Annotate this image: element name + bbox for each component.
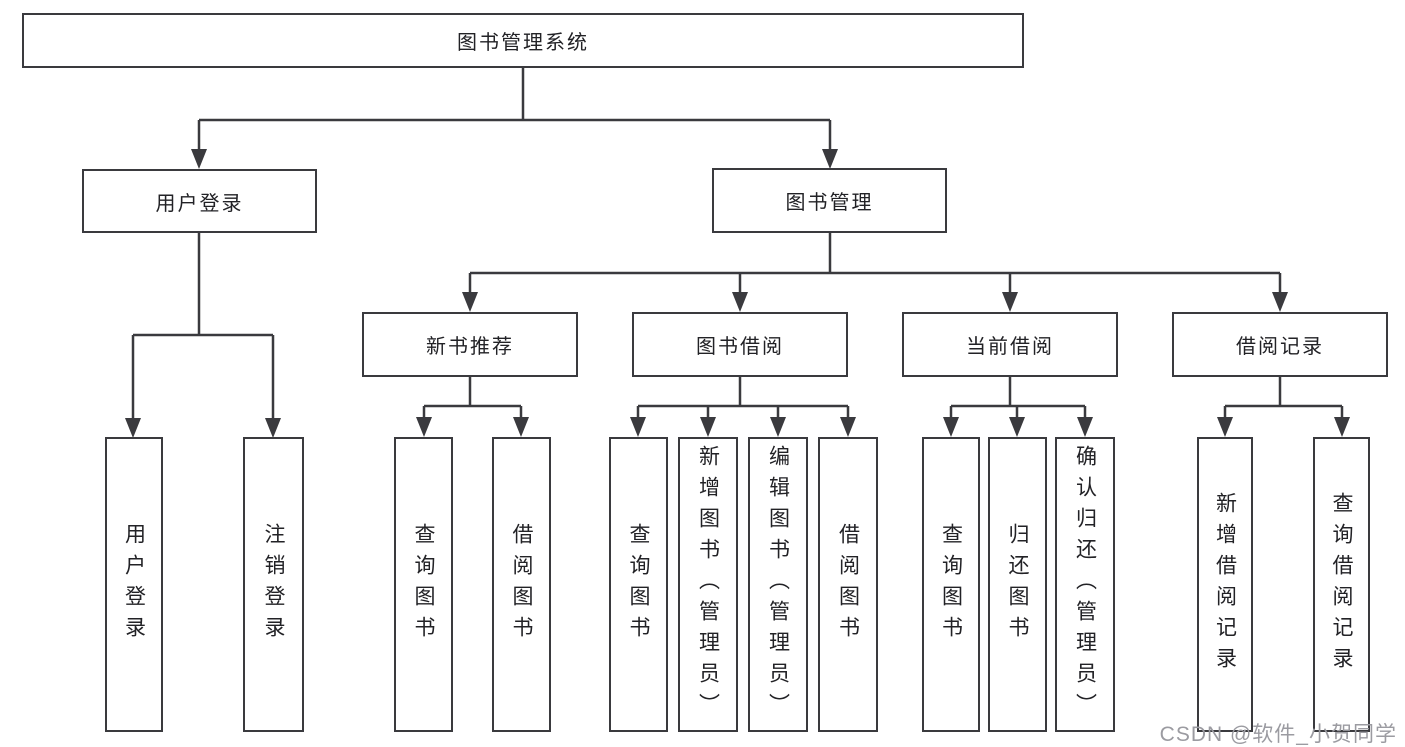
leaf-query-books-recommend: 查询图书 xyxy=(394,437,453,732)
node-new-book-recommendation: 新书推荐 xyxy=(362,312,578,377)
leaf-label: 归还图书 xyxy=(1006,522,1029,647)
leaf-logout-login: 注销登录 xyxy=(243,437,304,732)
trunk-root-to-level2 xyxy=(197,68,832,151)
leaf-borrow-books-borrowing: 借阅图书 xyxy=(818,437,878,732)
leaf-label: 查询借阅记录 xyxy=(1330,491,1353,678)
leaf-borrow-books-recommend: 借阅图书 xyxy=(492,437,551,732)
node-label: 借阅记录 xyxy=(1236,336,1324,358)
node-label: 当前借阅 xyxy=(966,336,1054,358)
leaf-label: 借阅图书 xyxy=(836,522,860,647)
leaf-label: 查询图书 xyxy=(627,522,650,647)
leaf-label: 注销登录 xyxy=(262,522,285,647)
leaf-add-books-admin: 新增图书（管理员） xyxy=(678,437,738,732)
branch-book-management xyxy=(468,233,1282,294)
leaf-edit-books-admin: 编辑图书（管理员） xyxy=(748,437,808,732)
node-current-borrowing: 当前借阅 xyxy=(902,312,1118,377)
branch-current-borrowing xyxy=(949,377,1087,419)
leaf-user-login: 用户登录 xyxy=(105,437,163,732)
leaf-query-books-borrowing: 查询图书 xyxy=(609,437,668,732)
watermark-csdn: CSDN @软件_小贺同学 xyxy=(1159,723,1397,746)
leaf-return-books: 归还图书 xyxy=(988,437,1047,732)
leaf-label: 确认归还（管理员） xyxy=(1073,445,1097,724)
node-borrowing-records: 借阅记录 xyxy=(1172,312,1388,377)
leaf-label: 查询图书 xyxy=(412,522,435,647)
node-book-management: 图书管理 xyxy=(712,168,947,233)
node-label: 新书推荐 xyxy=(426,336,514,358)
leaf-label: 编辑图书（管理员） xyxy=(766,445,790,724)
node-label: 图书管理系统 xyxy=(457,32,589,54)
branch-new-book-recommendation xyxy=(422,377,523,419)
leaf-query-borrow-record: 查询借阅记录 xyxy=(1313,437,1370,732)
arrowheads xyxy=(125,149,1350,438)
leaf-label: 查询图书 xyxy=(939,522,963,647)
node-label: 图书管理 xyxy=(785,192,874,214)
leaf-confirm-return-admin: 确认归还（管理员） xyxy=(1055,437,1115,732)
node-label: 图书借阅 xyxy=(696,336,784,358)
leaf-label: 借阅图书 xyxy=(510,522,533,647)
branch-borrowing-records xyxy=(1223,377,1344,419)
node-library-management-system: 图书管理系统 xyxy=(22,13,1024,68)
node-user-login: 用户登录 xyxy=(82,169,317,233)
branch-book-borrowing xyxy=(636,377,850,419)
leaf-label: 新增图书（管理员） xyxy=(696,445,720,724)
branch-user-login xyxy=(131,233,275,420)
leaf-label: 新增借阅记录 xyxy=(1213,491,1237,678)
leaf-label: 用户登录 xyxy=(122,522,146,647)
leaf-add-borrow-record: 新增借阅记录 xyxy=(1197,437,1253,732)
leaf-query-books-current: 查询图书 xyxy=(922,437,980,732)
node-book-borrowing: 图书借阅 xyxy=(632,312,848,377)
node-label: 用户登录 xyxy=(155,192,244,215)
